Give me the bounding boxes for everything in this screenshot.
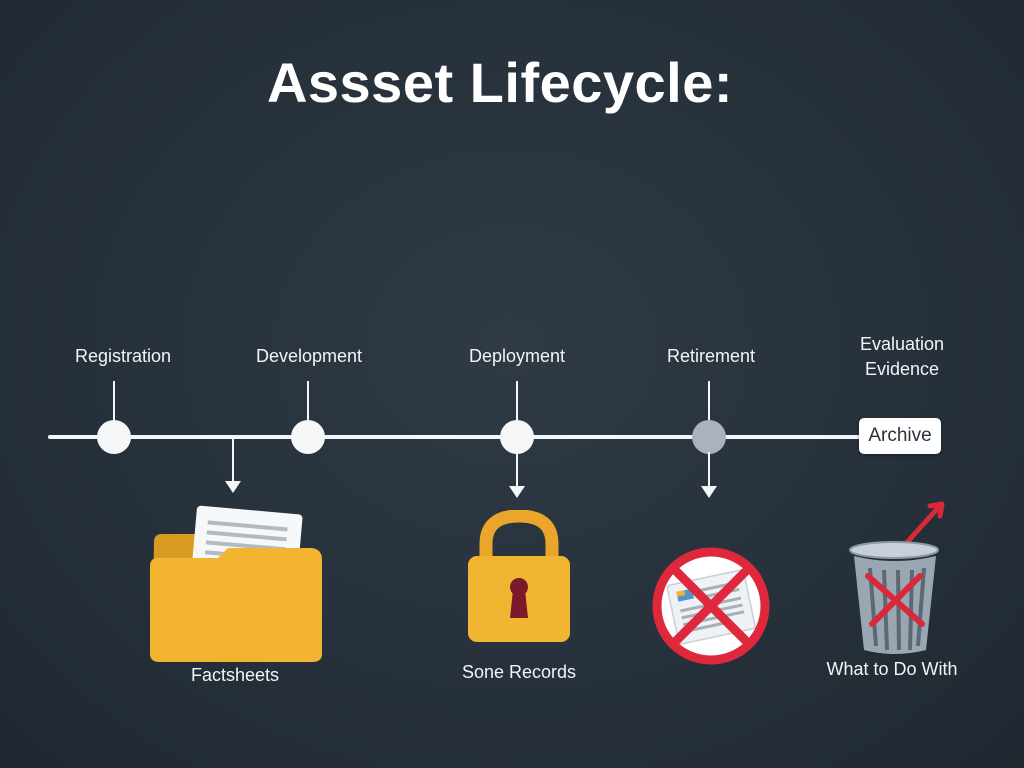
down-arrow-icon: [509, 452, 525, 498]
caption-factsheets: Factsheets: [190, 665, 280, 685]
stage-label-retirement: Retirement: [666, 346, 756, 366]
stage-label-registration: Registration: [74, 346, 172, 366]
node-development: [291, 420, 325, 454]
down-arrow-icon: [701, 452, 717, 498]
tick-deployment: [516, 381, 518, 421]
node-deployment: [500, 420, 534, 454]
node-registration: [97, 420, 131, 454]
tick-retirement: [708, 381, 710, 421]
stage-label-development: Development: [255, 346, 363, 366]
down-arrow-icon: [225, 439, 241, 493]
tick-development: [307, 381, 309, 421]
stage-label-evaluation: Evaluation Evidence: [860, 332, 944, 382]
archive-box: Archive: [859, 418, 941, 454]
caption-records: Sone Records: [461, 662, 577, 682]
stage-label-evaluation-line2: Evidence: [864, 359, 940, 379]
folder-icon: [150, 505, 322, 662]
tick-registration: [113, 381, 115, 421]
no-documents-icon: [652, 547, 770, 665]
stage-label-deployment: Deployment: [468, 346, 566, 366]
padlock-icon: [468, 510, 570, 642]
stage-label-evaluation-line1: Evaluation: [859, 334, 945, 354]
page-title: Assset Lifecycle:: [266, 51, 734, 114]
caption-what-to-do: What to Do With: [826, 659, 958, 679]
node-retirement: [692, 420, 726, 454]
trash-can-icon: [849, 501, 945, 654]
timeline-line: [48, 435, 860, 439]
